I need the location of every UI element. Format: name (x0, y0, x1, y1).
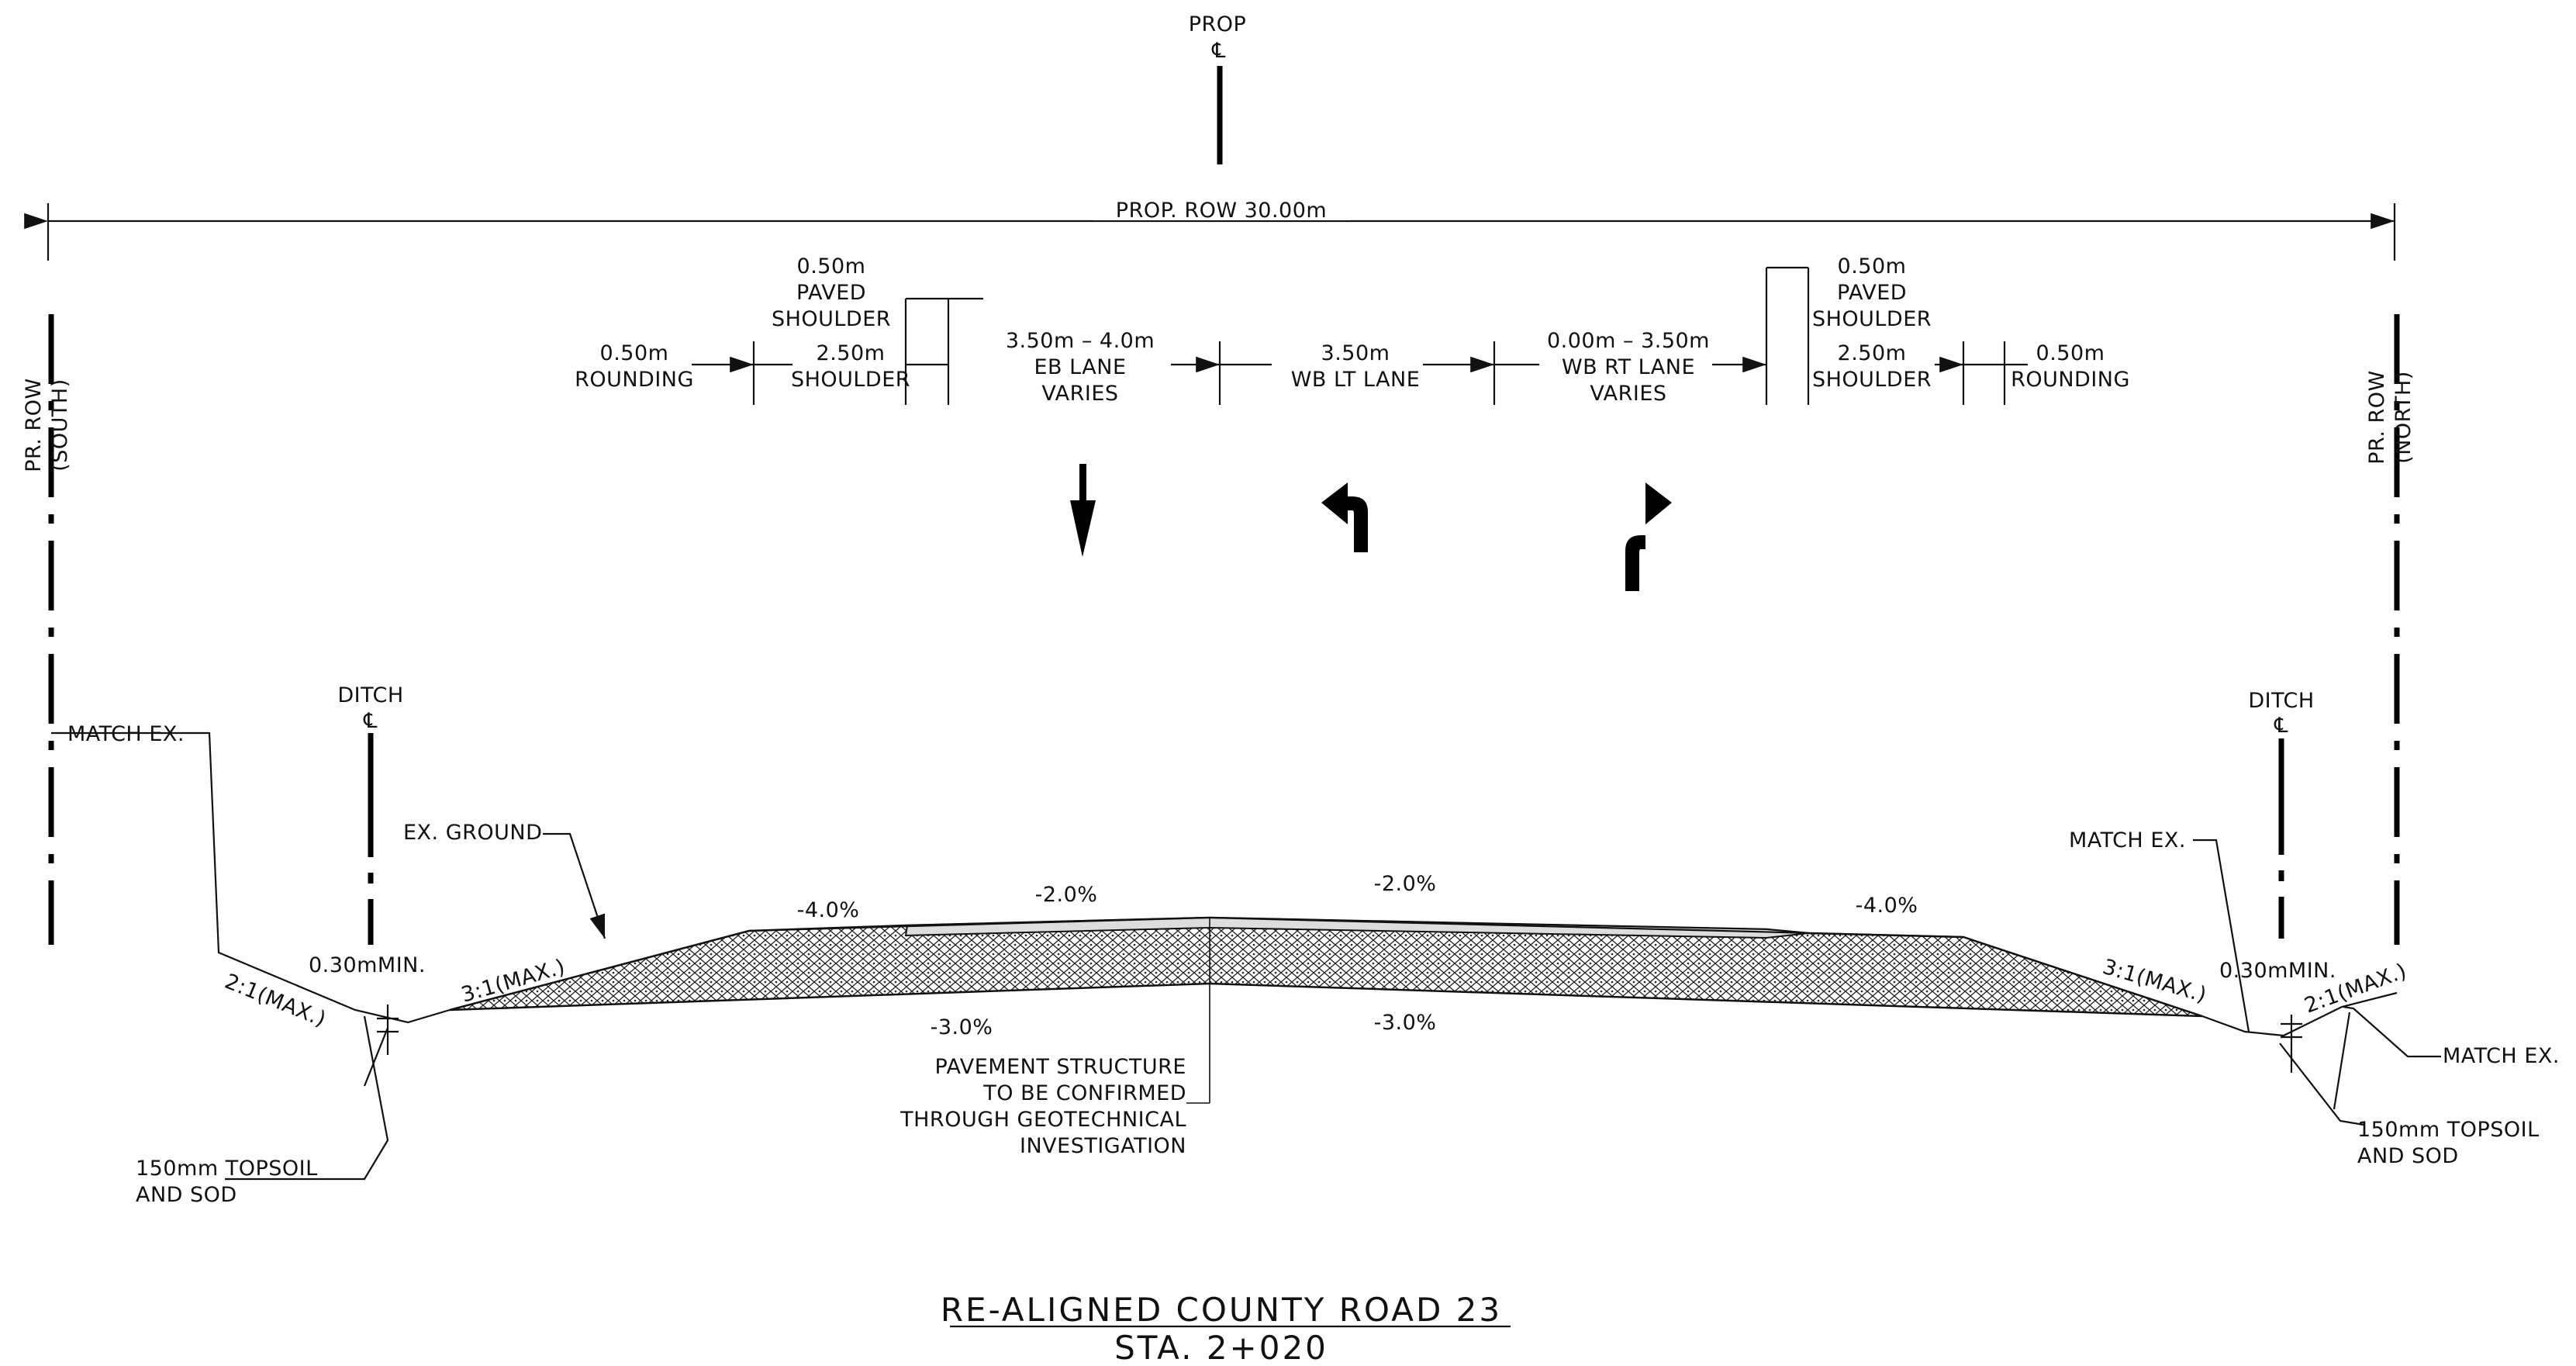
pavement-note-line1: PAVEMENT STRUCTURE (934, 1055, 1186, 1079)
lane-dimension-string: 0.50m PAVED SHOULDER 0.50m ROUNDING 2.50… (575, 254, 2130, 406)
right-shoulder-width: 2.50m (1838, 341, 1907, 365)
right-topsoil-line2: AND SOD (2357, 1144, 2459, 1168)
station-label: STA. 2+020 (1114, 1329, 1328, 1366)
pavement-note-line3: THROUGH GEOTECHNICAL (900, 1108, 1186, 1132)
pr-row-south: PR. ROW (SOUTH) (22, 314, 72, 945)
ditch-right: DITCH ℄ (2248, 689, 2314, 939)
grade-right-lane: -2.0% (1374, 872, 1437, 896)
right-min-depth: 0.30mMIN. (2219, 959, 2336, 983)
left-turn-arrow-icon (1321, 482, 1368, 552)
ditch-left-centerline-icon: ℄ (363, 709, 378, 733)
grade-left-lane: -2.0% (1035, 883, 1098, 907)
right-rounding-width: 0.50m (2036, 341, 2105, 365)
left-rounding-label: ROUNDING (575, 368, 694, 392)
right-rounding-label: ROUNDING (2011, 368, 2130, 392)
wb-lt-lane-width: 3.50m (1321, 341, 1390, 365)
drawing-title: RE-ALIGNED COUNTY ROAD 23 STA. 2+020 (941, 1291, 1511, 1366)
pr-row-south-line1: PR. ROW (22, 378, 46, 472)
prop-label: PROP (1189, 12, 1247, 36)
left-topsoil-line1: 150mm TOPSOIL (136, 1157, 318, 1181)
wb-rt-lane-varies: VARIES (1590, 382, 1666, 406)
pr-row-north-line2: (NORTH) (2391, 371, 2415, 464)
section-title: RE-ALIGNED COUNTY ROAD 23 (941, 1291, 1502, 1329)
left-rounding-width: 0.50m (600, 341, 669, 365)
pavement-note: PAVEMENT STRUCTURE TO BE CONFIRMED THROU… (900, 1055, 1210, 1158)
wb-lt-lane-label: WB LT LANE (1291, 368, 1421, 392)
right-paved-shoulder-label1: PAVED (1837, 281, 1907, 305)
wb-rt-lane-width: 0.00m – 3.50m (1547, 329, 1710, 353)
eb-lane-width: 3.50m – 4.0m (1006, 329, 1155, 353)
right-paved-shoulder-label2: SHOULDER (1812, 307, 1932, 331)
left-topsoil-line2: AND SOD (136, 1183, 237, 1207)
ditch-left: DITCH ℄ (337, 683, 403, 945)
left-ex-ground: EX. GROUND (403, 821, 542, 845)
ditch-right-label: DITCH (2248, 689, 2314, 713)
left-min-depth: 0.30mMIN. (309, 953, 426, 977)
right-shoulder-label: SHOULDER (1812, 368, 1932, 392)
grade-right-shoulder: -4.0% (1856, 894, 1918, 918)
pr-row-north-line1: PR. ROW (2365, 370, 2389, 464)
eb-lane-varies: VARIES (1041, 382, 1118, 406)
left-paved-shoulder-label1: PAVED (796, 281, 866, 305)
left-shoulder-width: 2.50m (817, 341, 886, 365)
right-paved-shoulder-width: 0.50m (1838, 254, 1907, 278)
grade-labels: -4.0% -2.0% -2.0% -4.0% -3.0% -3.0% (797, 872, 1918, 1039)
ditch-right-centerline-icon: ℄ (2274, 714, 2288, 738)
pr-row-south-line2: (SOUTH) (48, 379, 72, 472)
ditch-left-label: DITCH (337, 683, 403, 707)
right-match-ex-lower: MATCH EX. (2443, 1044, 2560, 1068)
left-backslope: 2:1(MAX.) (221, 970, 329, 1032)
through-arrow-icon (1070, 464, 1096, 557)
row-dimension: PROP. ROW 30.00m (24, 194, 2396, 261)
right-match-ex-upper: MATCH EX. (2069, 828, 2186, 852)
left-shoulder-label: SHOULDER (791, 368, 910, 392)
prop-centerline: PROP ℄ (1189, 12, 1247, 164)
pr-row-north: PR. ROW (NORTH) (2365, 314, 2415, 945)
pavement-note-line2: TO BE CONFIRMED (982, 1081, 1186, 1105)
grade-left-shoulder: -4.0% (797, 898, 860, 922)
grade-subgrade-left: -3.0% (931, 1015, 993, 1039)
left-paved-shoulder-label2: SHOULDER (772, 307, 891, 331)
grade-subgrade-right: -3.0% (1374, 1011, 1437, 1035)
roadway-section (449, 916, 2203, 1103)
left-side-slopes: MATCH EX. EX. GROUND 0.30mMIN. 2:1(MAX.)… (51, 722, 606, 1207)
left-match-ex: MATCH EX. (67, 722, 185, 746)
right-turn-arrow-icon (1625, 482, 1672, 591)
row-dimension-label: PROP. ROW 30.00m (1116, 199, 1327, 223)
centerline-symbol-icon: ℄ (1211, 39, 1226, 63)
eb-lane-label: EB LANE (1034, 355, 1126, 379)
pavement-note-line4: INVESTIGATION (1020, 1134, 1186, 1158)
left-paved-shoulder-width: 0.50m (797, 254, 866, 278)
right-topsoil-line1: 150mm TOPSOIL (2357, 1118, 2540, 1142)
wb-rt-lane-label: WB RT LANE (1562, 355, 1695, 379)
